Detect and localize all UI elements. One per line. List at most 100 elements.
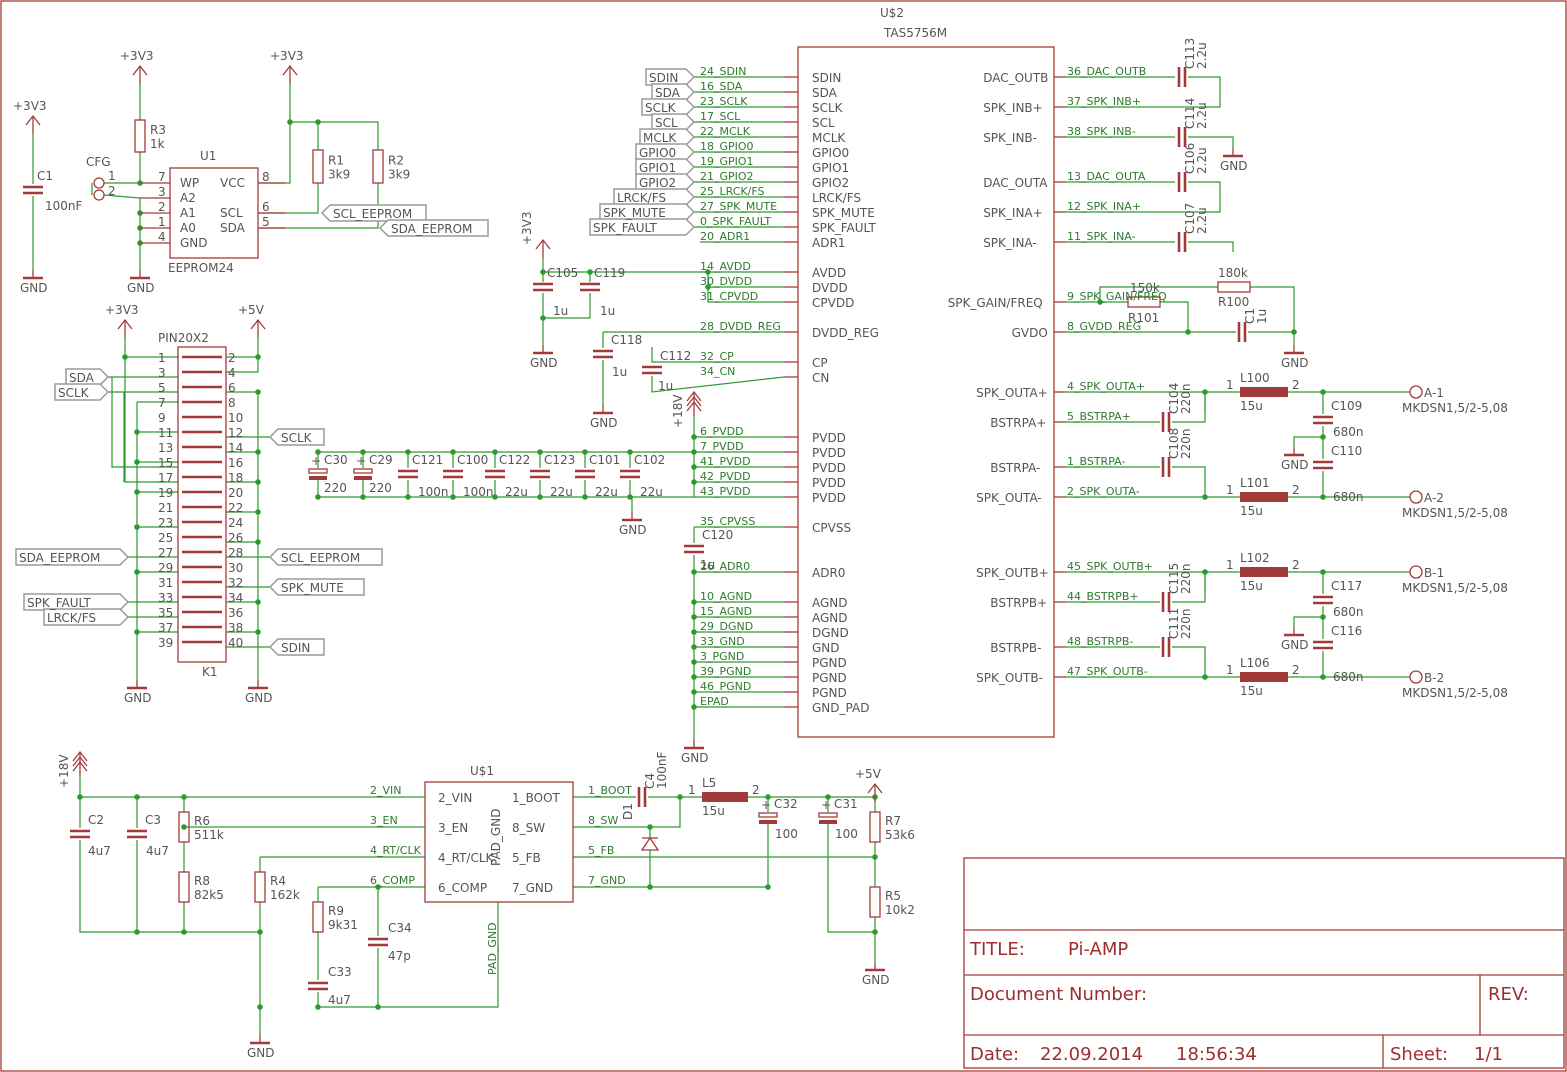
net-name: 10_AGND (700, 590, 752, 603)
header-name: PIN20X2 (158, 331, 209, 345)
supply-label: +5V (855, 767, 882, 781)
wire (1293, 436, 1323, 447)
ic-pin: BSTRPA+ (990, 416, 1046, 430)
wire (79, 840, 260, 933)
ic-pin: GND_PAD (812, 701, 869, 715)
net-label-flag (639, 128, 696, 146)
wire (1172, 646, 1206, 677)
net-name: 45_SPK_OUTB+ (1067, 560, 1153, 573)
junction (122, 354, 128, 360)
eeprom-pin: A0 (180, 221, 196, 235)
resistor-value: 150k (1130, 281, 1160, 295)
capacitor-name: C122 (499, 453, 530, 467)
wire (827, 824, 875, 933)
net-label: LRCK/FS (47, 611, 96, 625)
polarized-cap (354, 476, 372, 480)
capacitor-name: C119 (594, 266, 625, 280)
net-name: 2_VIN (370, 784, 402, 797)
resistor (312, 149, 324, 184)
pin-number: 15 (158, 456, 173, 470)
net-name: 21_GPIO2 (700, 170, 754, 183)
capacitor-name: C114 (1183, 98, 1197, 129)
polarized-cap (308, 468, 328, 474)
resistor (178, 811, 190, 843)
ground-label: GND (619, 523, 647, 537)
capacitor-value: 100 (775, 827, 798, 841)
junction (691, 689, 697, 695)
net-label-flag (613, 188, 696, 206)
junction (677, 794, 683, 800)
net-name: 4_RT/CLK (370, 844, 422, 857)
pin-number: 10 (228, 411, 243, 425)
pin-number: 2 (1292, 483, 1300, 497)
pin-number: 5 (262, 215, 270, 229)
net-name: 30_DVDD (700, 275, 752, 288)
capacitor-value: 220n (1179, 608, 1193, 639)
header-ref: K1 (202, 665, 218, 679)
net-name: 46_PGND (700, 680, 751, 693)
junction (375, 1004, 381, 1010)
polarity-mark: + (761, 798, 771, 812)
junction (134, 629, 140, 635)
net-name: 11_SPK_INA- (1067, 230, 1136, 243)
resistor (372, 149, 384, 184)
net-label-flag (268, 428, 325, 446)
ic-pin: SDA (812, 86, 838, 100)
capacitor-value: 680n (1333, 605, 1364, 619)
wire (1172, 392, 1206, 423)
terminal-part: MKDSN1,5/2-5,08 (1402, 686, 1508, 700)
resistor-name: R4 (270, 874, 286, 888)
ic-pin: SPK_OUTB+ (976, 566, 1049, 580)
net-label: GPIO2 (639, 176, 676, 190)
capacitor-name: C101 (589, 453, 620, 467)
net-label-flag (268, 578, 365, 596)
inductor (1240, 567, 1288, 577)
ic-pin: SPK_FAULT (812, 221, 877, 235)
cfg-pad (93, 177, 105, 189)
ic-pin: GVDO (1012, 326, 1048, 340)
net-label-flag (43, 608, 130, 626)
buck-name: U$1 (470, 764, 494, 778)
ic-pin: CN (812, 371, 829, 385)
junction (134, 459, 140, 465)
wire (1160, 301, 1189, 332)
wire (1188, 136, 1234, 148)
capacitor-name: C31 (834, 797, 858, 811)
resistor (869, 886, 881, 918)
resistor-name: R9 (328, 904, 344, 918)
capacitor-name: C109 (1331, 399, 1362, 413)
net-label-flag (65, 368, 110, 386)
net-name: 8_SW (588, 814, 618, 827)
net-name: 5_BSTRPA+ (1067, 410, 1131, 423)
net-name: 1_BSTRPA- (1067, 455, 1125, 468)
wire (1293, 616, 1323, 627)
pin-number: 1 (1226, 483, 1234, 497)
net-name: 32_CP (700, 350, 734, 363)
pin-number: 35 (158, 606, 173, 620)
inductor-name: L100 (1240, 371, 1270, 385)
pin-number: 8 (262, 170, 270, 184)
junction (255, 509, 261, 515)
net-label: SCL_EEPROM (281, 551, 360, 565)
resistor-value: 162k (270, 888, 300, 902)
ic-pin: BSTRPA- (990, 461, 1040, 475)
capacitor-name: C106 (1183, 143, 1197, 174)
net-name: 26_ADR0 (700, 560, 750, 573)
pin-number: 1 (1226, 558, 1234, 572)
junction (691, 479, 697, 485)
pin-number: 7 (158, 396, 166, 410)
junction (691, 434, 697, 440)
ic-pin: DVDD (812, 281, 848, 295)
resistor-value: 10k2 (885, 903, 915, 917)
eeprom-pin: VCC (220, 176, 245, 190)
capacitor-name: C102 (634, 453, 665, 467)
capacitor-name: C123 (544, 453, 575, 467)
polarized-cap (353, 468, 373, 474)
buck-pin: 7_GND (512, 881, 553, 895)
net-name: EPAD (700, 695, 729, 708)
capacitor-name: C1 (37, 169, 53, 183)
date-label: Date: (970, 1044, 1019, 1065)
junction (255, 539, 261, 545)
pin-number: 28 (228, 546, 243, 560)
pin-number: 1 (158, 215, 166, 229)
